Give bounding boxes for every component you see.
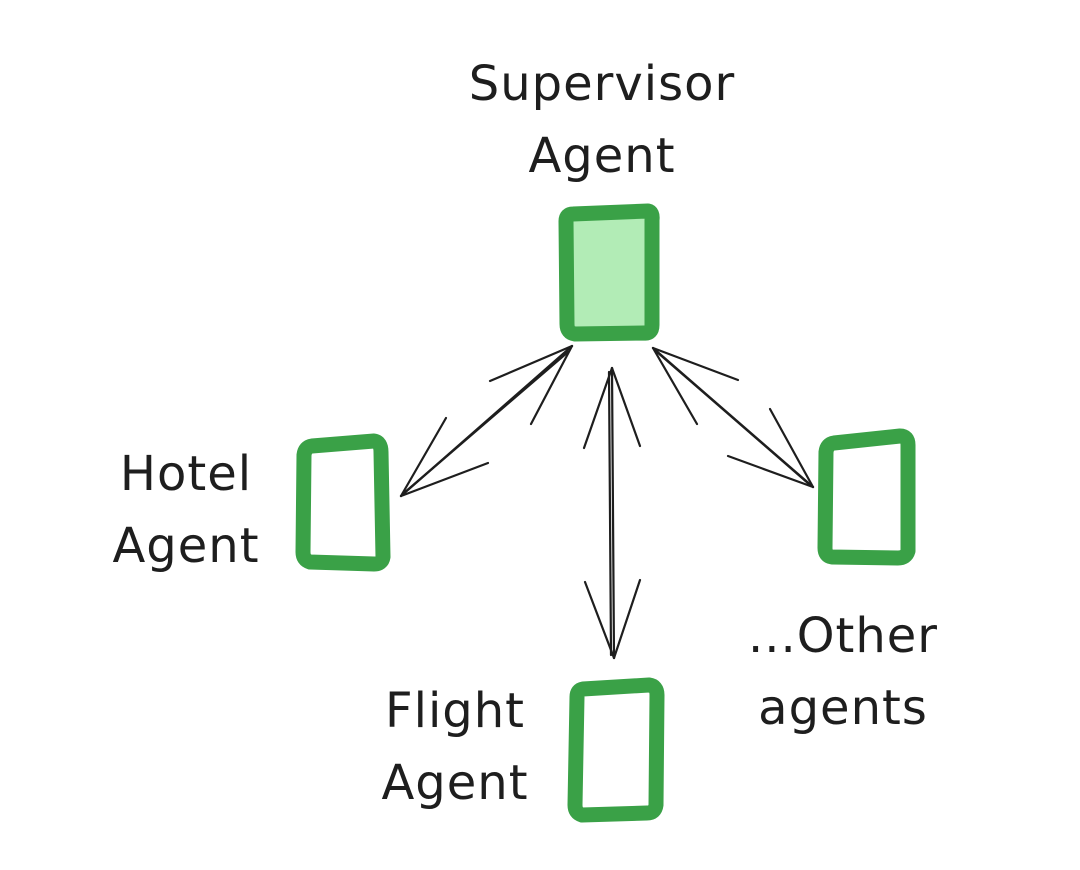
other-agents-node: [817, 428, 916, 566]
other-agents-label-line2: agents: [758, 680, 928, 736]
supervisor-label-line2: Agent: [528, 128, 675, 184]
other-agents-label: ...Other agents: [748, 608, 938, 736]
flight-label: Flight Agent: [381, 683, 528, 811]
arrow-supervisor-to-hotel: [399, 344, 574, 498]
flight-label-line1: Flight: [385, 683, 525, 739]
hotel-label-line1: Hotel: [120, 446, 252, 502]
arrow-supervisor-to-other: [651, 346, 815, 489]
hotel-label: Hotel Agent: [112, 446, 259, 574]
flight-label-line2: Agent: [381, 755, 528, 811]
supervisor-label-line1: Supervisor: [469, 56, 735, 112]
other-agents-label-line1: ...Other: [748, 608, 938, 664]
flight-agent-node: [567, 677, 665, 823]
supervisor-label: Supervisor Agent: [469, 56, 735, 184]
supervisor-agent-node: [558, 203, 660, 342]
arrow-supervisor-to-flight: [582, 366, 642, 660]
hotel-agent-node: [295, 433, 391, 572]
hotel-label-line2: Agent: [112, 518, 259, 574]
